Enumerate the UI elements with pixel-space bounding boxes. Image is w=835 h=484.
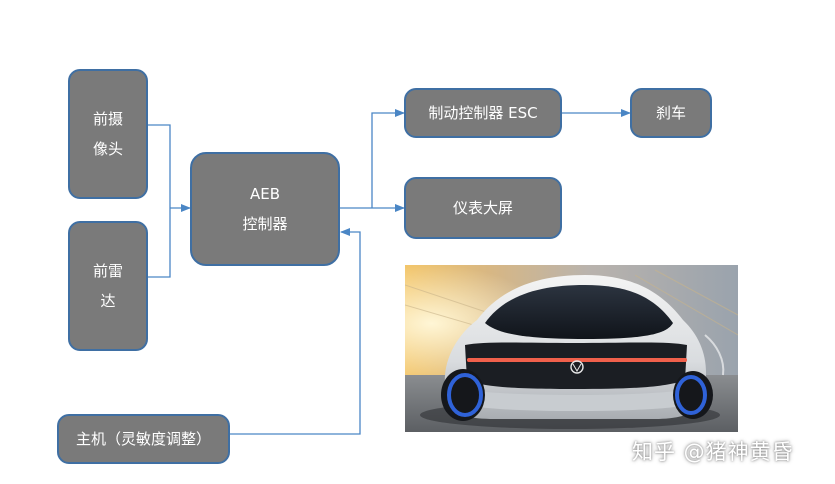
front-camera-label-line1: 前摄: [92, 110, 123, 128]
connector-radar-to-aeb: [148, 208, 171, 278]
front-camera-label-line2: 像头: [92, 140, 123, 158]
aeb-controller-label-line2: 控制器: [242, 215, 288, 233]
dashboard-node: 仪表大屏: [404, 177, 562, 239]
brake-label: 刹车: [655, 104, 686, 122]
head-unit-node: 主机（灵敏度调整）: [57, 414, 230, 464]
arrow-headunit-to-aeb: [230, 228, 361, 435]
zhihu-watermark: 知乎 @猪神黄昏: [632, 440, 794, 464]
head-unit-label: 主机（灵敏度调整）: [75, 430, 211, 448]
aeb-controller-label-line1: AEB: [249, 185, 280, 203]
connector-camera-to-aeb: [148, 124, 171, 208]
car-photo: [405, 265, 738, 432]
brake-controller-esc-node: 制动控制器 ESC: [404, 88, 562, 138]
front-radar-label-line2: 达: [100, 292, 116, 310]
front-radar-node: 前雷 达: [68, 221, 148, 351]
front-radar-label-line1: 前雷: [92, 262, 123, 280]
aeb-controller-node: AEB 控制器: [190, 152, 340, 266]
front-camera-node: 前摄 像头: [68, 69, 148, 199]
arrow-aeb-to-esc: [371, 109, 405, 208]
brake-node: 刹车: [630, 88, 712, 138]
brake-controller-esc-label: 制动控制器 ESC: [428, 104, 538, 122]
dashboard-label: 仪表大屏: [452, 199, 513, 217]
